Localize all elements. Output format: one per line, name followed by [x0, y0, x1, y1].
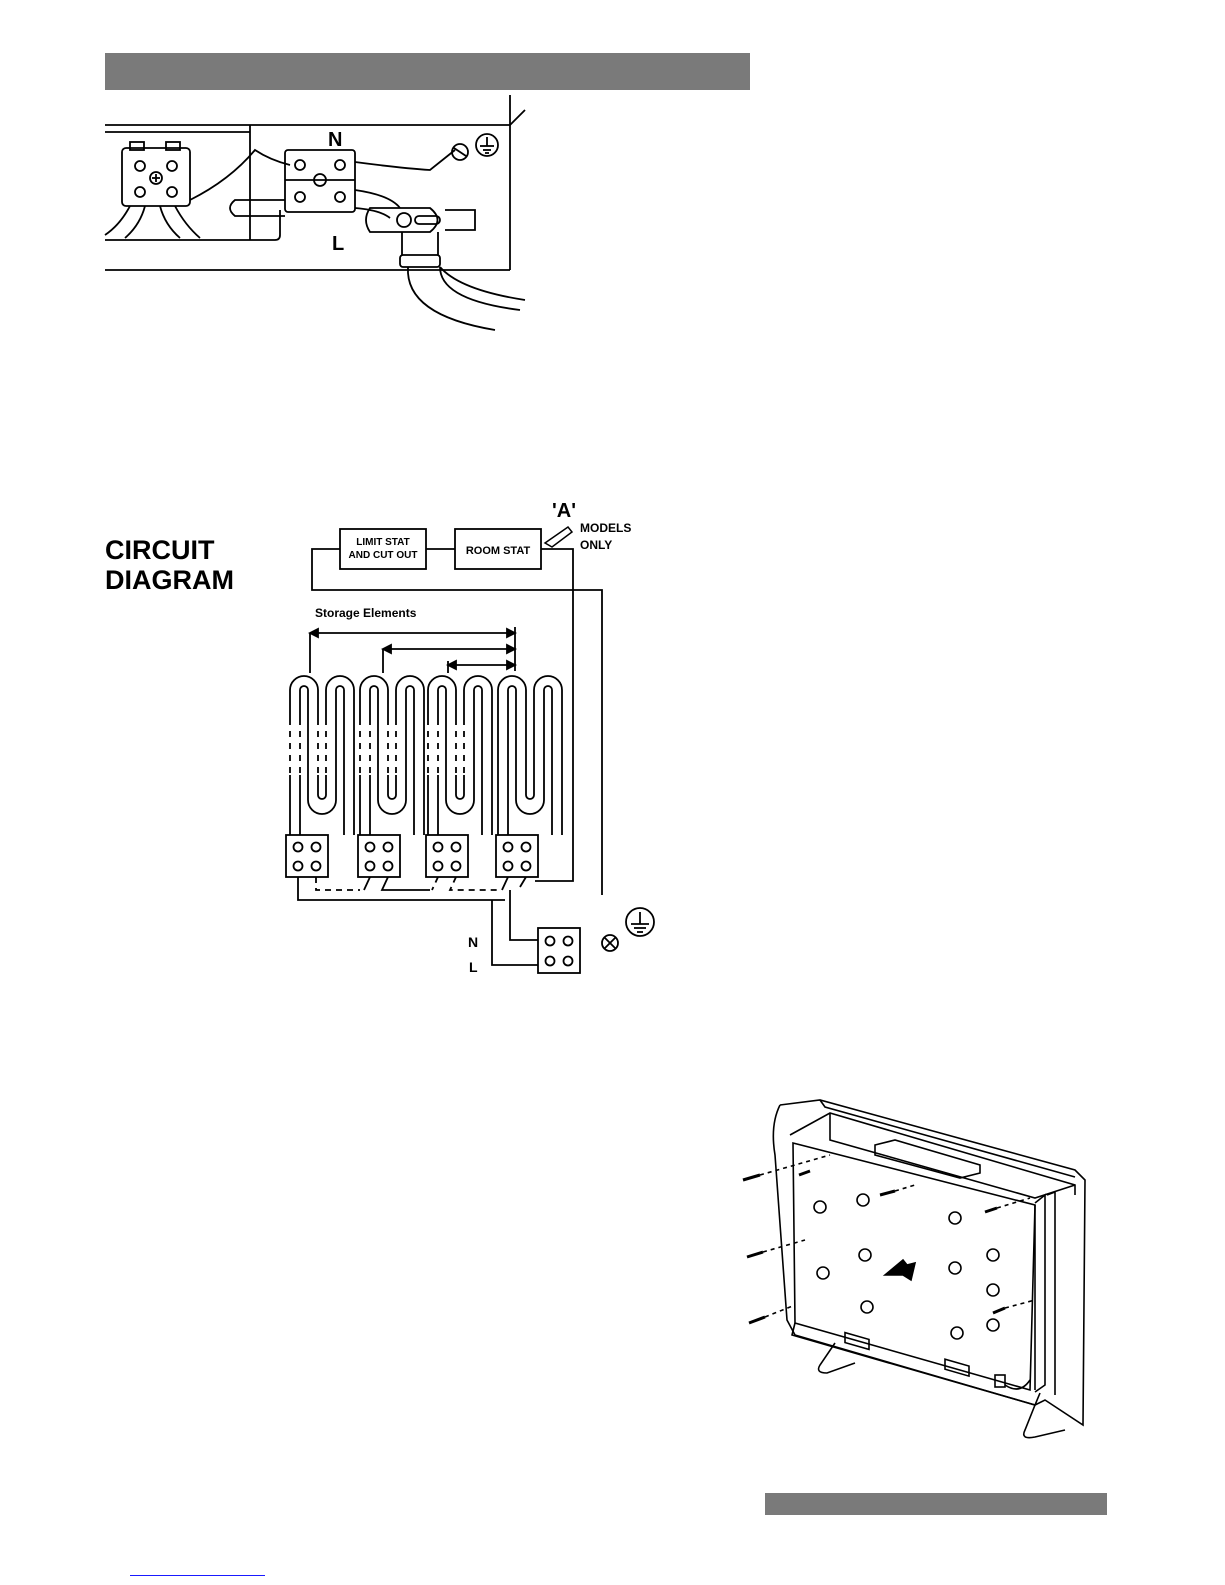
element-terminal-4 [496, 835, 538, 877]
header-bar [105, 53, 750, 90]
circuit-neutral-label: N [468, 934, 478, 950]
limit-stat-line2: AND CUT OUT [349, 550, 418, 561]
circuit-live-label: L [469, 959, 478, 975]
terminal-live-label: L [332, 233, 344, 255]
limit-stat-line1: LIMIT STAT [356, 537, 410, 548]
circuit-heading: CIRCUIT DIAGRAM [105, 535, 234, 595]
storage-elements-label: Storage Elements [315, 606, 417, 620]
circuit-heading-line1: CIRCUIT [105, 535, 234, 565]
element-terminal-2 [358, 835, 400, 877]
heater-rear-view-figure [735, 1095, 1105, 1460]
storage-element-2 [360, 676, 424, 835]
mains-terminal [538, 928, 580, 973]
models-line2: ONLY [580, 538, 612, 552]
circuit-diagram: LIMIT STAT AND CUT OUT ROOM STAT 'A' MOD… [280, 495, 665, 985]
terminal-block-figure: N L [100, 90, 540, 350]
room-stat-label: ROOM STAT [466, 545, 531, 557]
footer-link-line[interactable] [130, 1575, 265, 1576]
terminal-neutral-label: N [328, 129, 342, 151]
models-line1: MODELS [580, 521, 631, 535]
earth-screw-icon [602, 935, 618, 951]
a-models-label: 'A' [552, 500, 576, 522]
circuit-heading-line2: DIAGRAM [105, 565, 234, 595]
earth-symbol-icon [626, 908, 654, 936]
storage-element-3 [428, 676, 492, 835]
limit-stat-box [340, 529, 426, 569]
footer-bar [765, 1493, 1107, 1515]
element-terminal-1 [286, 835, 328, 877]
element-terminal-3 [426, 835, 468, 877]
storage-element-1 [290, 676, 354, 835]
storage-element-4 [498, 676, 562, 835]
